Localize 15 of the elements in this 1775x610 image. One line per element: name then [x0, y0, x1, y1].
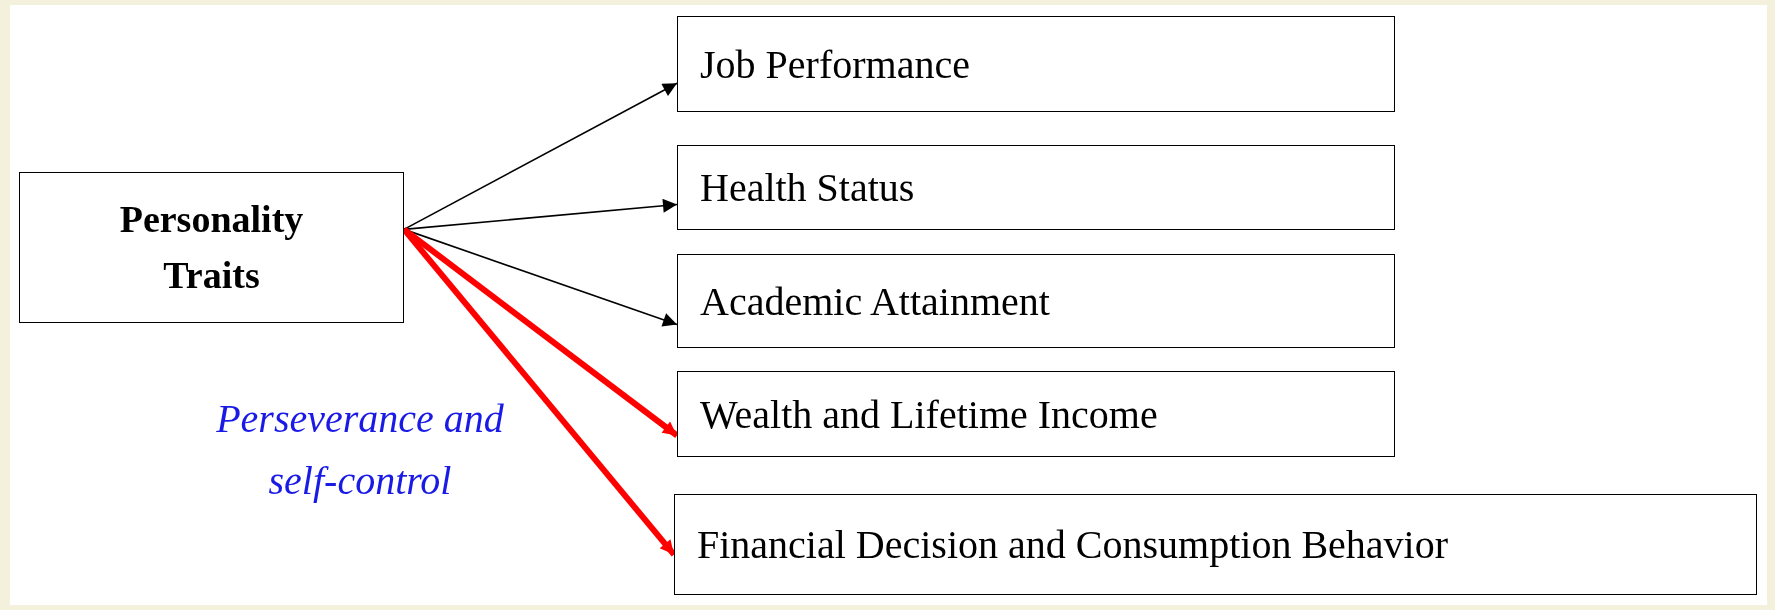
- text-box: [677, 254, 1395, 348]
- text-box: [677, 145, 1395, 230]
- annotation-text: Perseverance and self-control: [215, 395, 505, 505]
- box-label: Personality Traits: [118, 197, 305, 298]
- box-label: Job Performance: [699, 40, 970, 88]
- text-box: [677, 16, 1395, 112]
- box-label: Financial Decision and Consumption Behavior: [696, 521, 1448, 568]
- arrow: [402, 227, 679, 438]
- box-label: Wealth and Lifetime Income: [699, 390, 1158, 438]
- box-label: Academic Attainment: [699, 277, 1050, 325]
- text-box: [674, 494, 1757, 595]
- text-box: [677, 371, 1395, 457]
- box-label: Health Status: [699, 164, 915, 211]
- text-box: [19, 172, 404, 323]
- arrow: [403, 82, 678, 231]
